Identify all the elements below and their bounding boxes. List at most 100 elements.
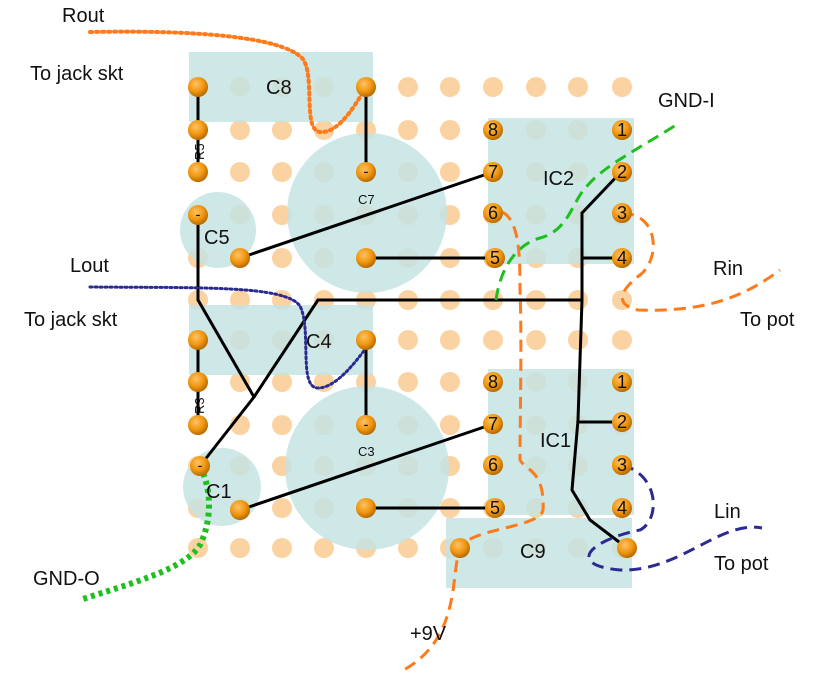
- rout-wire: [88, 29, 368, 134]
- gnd-i-label: GND-I: [658, 90, 715, 112]
- board-hole: [230, 162, 250, 182]
- solder-pad: [612, 412, 632, 432]
- ic1-pin-labels: 8 7 6 5 1 2 3 4: [488, 372, 627, 518]
- solder-pad: [612, 498, 632, 518]
- rin-label: Rin: [713, 258, 743, 280]
- board-hole: [440, 77, 460, 97]
- board-hole: [440, 120, 460, 140]
- board-hole: [568, 77, 588, 97]
- ic1-pin-6: 6: [488, 455, 498, 475]
- ic2-pin-1: 1: [617, 120, 627, 140]
- ic2-pin-5: 5: [490, 248, 500, 268]
- ic1-pin-5: 5: [490, 498, 500, 518]
- board-hole: [440, 415, 460, 435]
- board-hole: [272, 120, 292, 140]
- board-hole: [483, 330, 503, 350]
- lin-wire: [587, 463, 763, 572]
- board-hole: [272, 248, 292, 268]
- solder-pad: [356, 330, 376, 350]
- solder-pad: [612, 120, 632, 140]
- to-pot-r-label: To pot: [740, 309, 795, 331]
- solder-pad: [188, 330, 208, 350]
- jack-top-label: To jack skt: [30, 63, 124, 85]
- solder-pad: [230, 500, 250, 520]
- ic1-label: IC1: [540, 430, 571, 452]
- lin-label: Lin: [714, 501, 741, 523]
- solder-pad: [483, 372, 503, 392]
- wire-c5-pin7: [238, 170, 495, 260]
- board-hole: [272, 372, 292, 392]
- wire-c1-pin7: [238, 422, 495, 512]
- wire-ic2-pin2: [580, 170, 623, 215]
- c8-body: [189, 52, 373, 122]
- wire-r-join-b: [252, 298, 320, 399]
- solder-pad: [188, 372, 208, 392]
- solder-pad: [483, 455, 503, 475]
- plus9v-label: +9V: [410, 623, 447, 645]
- solder-pad: [188, 415, 208, 435]
- c1-label: C1: [206, 481, 232, 503]
- solder-pads: [188, 77, 637, 558]
- board-hole: [398, 120, 418, 140]
- solder-pad: [230, 248, 250, 268]
- ic2-pin-2: 2: [617, 162, 627, 182]
- board-hole: [440, 372, 460, 392]
- solder-pad: [356, 415, 376, 435]
- c7-body: [287, 133, 447, 293]
- c4-body: [189, 305, 373, 375]
- solder-pad: [450, 538, 470, 558]
- c5-minus-mark: -: [196, 207, 201, 224]
- board-hole: [272, 415, 292, 435]
- solder-pad: [483, 203, 503, 223]
- solder-pad: [188, 205, 208, 225]
- ic2-pin-7: 7: [488, 162, 498, 182]
- polarity-marks: - - - -: [196, 164, 369, 475]
- solder-pad: [612, 372, 632, 392]
- board-hole: [398, 538, 418, 558]
- gnd-o-wire: [79, 464, 212, 603]
- board-hole: [483, 77, 503, 97]
- board-hole: [612, 77, 632, 97]
- wire-r-join-c: [198, 395, 256, 468]
- solder-pad: [612, 162, 632, 182]
- solder-pad: [188, 77, 208, 97]
- solder-pad: [612, 455, 632, 475]
- board-hole: [398, 372, 418, 392]
- solder-pad: [612, 203, 632, 223]
- gnd-o-label: GND-O: [33, 568, 100, 590]
- wire-ground-bus: [570, 211, 629, 550]
- c3-minus-mark: -: [364, 417, 369, 434]
- solder-pad: [356, 248, 376, 268]
- board-hole: [230, 538, 250, 558]
- solder-pad: [188, 162, 208, 182]
- c9-label: C9: [520, 541, 546, 563]
- solder-pad: [483, 120, 503, 140]
- ic2-pin-labels: 8 7 6 5 1 2 3 4: [488, 120, 627, 268]
- ic2-pin-6: 6: [488, 203, 498, 223]
- board-hole: [272, 162, 292, 182]
- solder-pad: [356, 162, 376, 182]
- ic2-pin-3: 3: [617, 203, 627, 223]
- rout-label: Rout: [62, 5, 105, 27]
- ic1-pin-7: 7: [488, 414, 498, 434]
- r3-label: R3: [192, 397, 207, 414]
- solder-pad: [485, 248, 505, 268]
- ic2-body: [488, 118, 634, 264]
- c7-minus-mark: -: [364, 164, 369, 181]
- solder-pad: [356, 77, 376, 97]
- solder-pad: [485, 498, 505, 518]
- board-hole: [188, 538, 208, 558]
- board-hole: [526, 77, 546, 97]
- wire-r-join-a: [196, 298, 256, 399]
- board-hole: [272, 205, 292, 225]
- solder-pad: [356, 498, 376, 518]
- solder-pad: [612, 248, 632, 268]
- external-wires: [79, 29, 781, 674]
- board-hole: [314, 538, 334, 558]
- solder-pad: [190, 456, 210, 476]
- board-hole: [398, 77, 418, 97]
- board-hole: [230, 372, 250, 392]
- c7-label: C7: [358, 192, 375, 207]
- plus9v-wire: [399, 210, 545, 674]
